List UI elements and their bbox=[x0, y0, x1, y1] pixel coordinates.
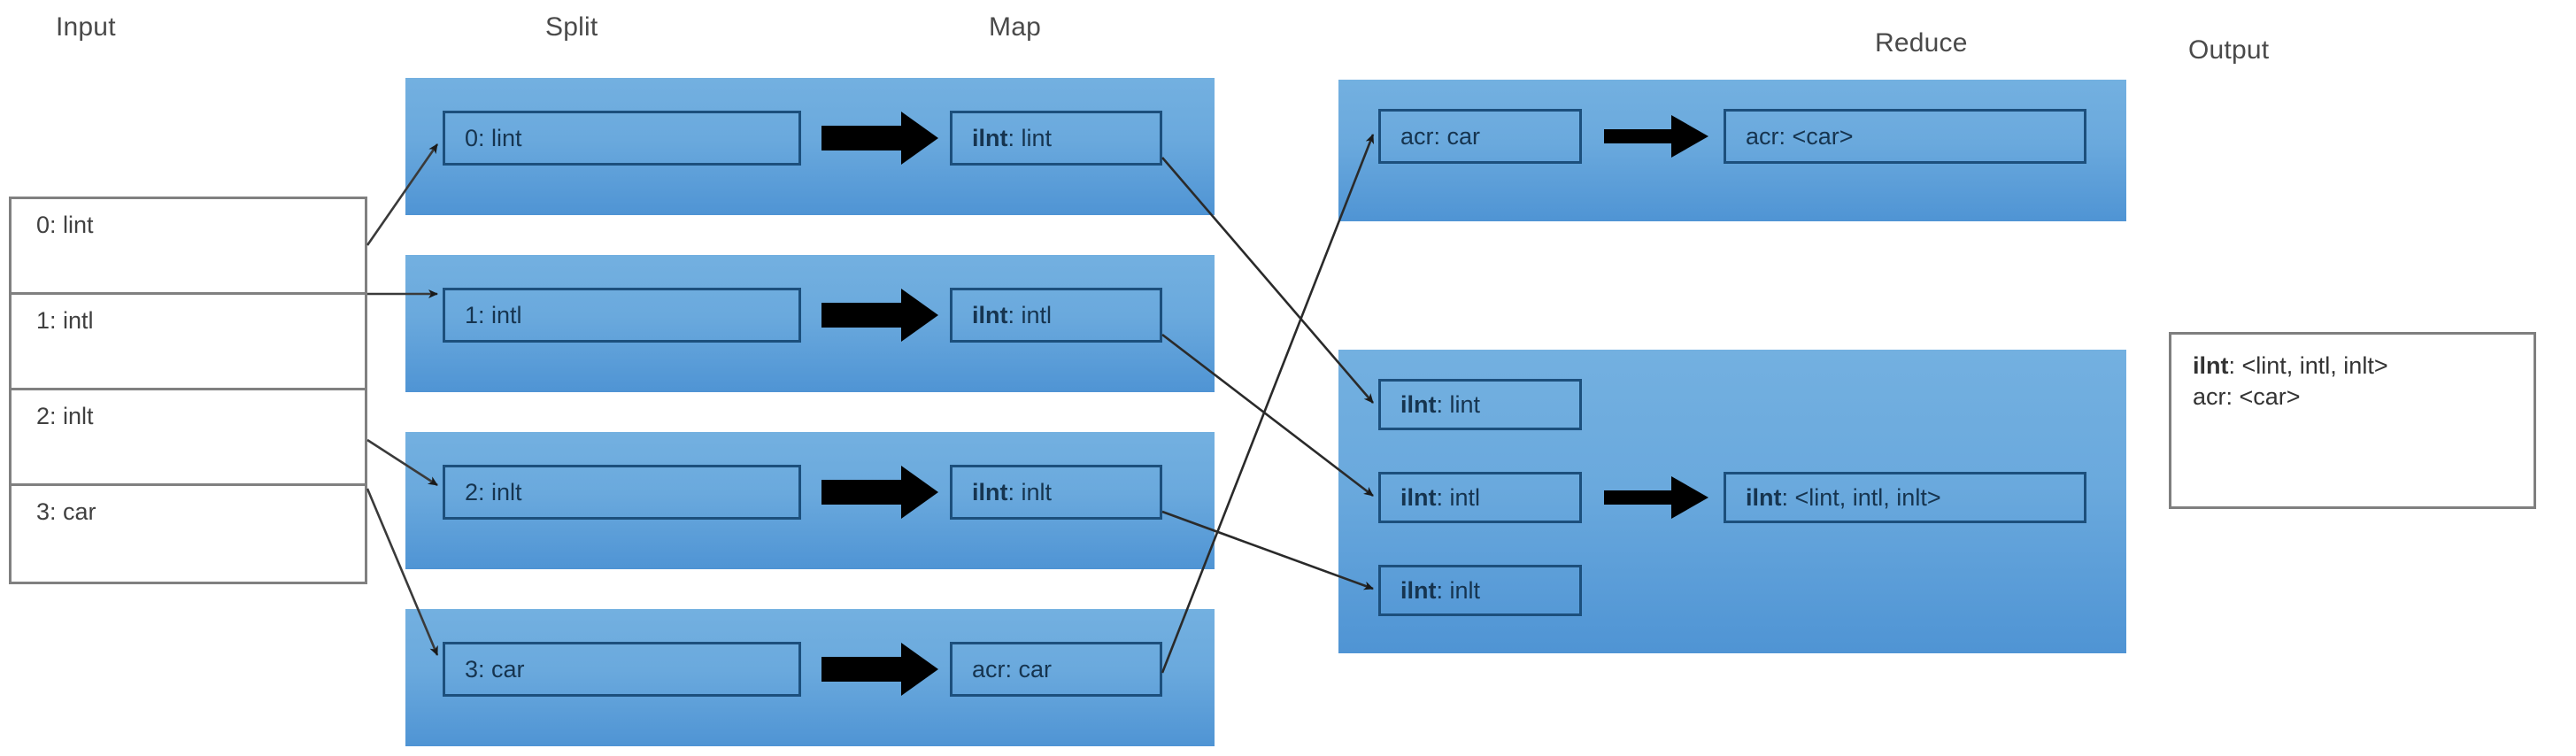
map-box-label: ilnt: lint bbox=[972, 124, 1053, 151]
split-map-band-3 bbox=[405, 609, 1215, 746]
map-box-label: ilnt: intl bbox=[972, 301, 1053, 328]
column-header-output: Output bbox=[2188, 35, 2270, 65]
output-line-1: acr: <car> bbox=[2193, 382, 2534, 413]
output-line-rest: : <car> bbox=[2225, 382, 2301, 410]
split-box-label: 2: inlt bbox=[465, 478, 522, 505]
reduce-input-key: ilnt bbox=[1400, 390, 1437, 418]
split-box-label: 3: car bbox=[465, 655, 525, 683]
map-box-2: ilnt: inlt bbox=[950, 465, 1162, 520]
reduce-band-ilnt bbox=[1338, 350, 2126, 653]
split-box-2: 2: inlt bbox=[443, 465, 801, 520]
column-header-map: Map bbox=[989, 12, 1041, 42]
reduce-result-car: acr: <car> bbox=[1724, 109, 2086, 164]
split-map-band-1 bbox=[405, 255, 1215, 392]
reduce-input-key: ilnt bbox=[1400, 576, 1437, 604]
input-row-label: 2: inlt bbox=[36, 403, 94, 429]
reduce-input-ilnt-1: ilnt: intl bbox=[1378, 472, 1582, 523]
map-box-value: intl bbox=[1021, 301, 1053, 328]
reduce-input-ilnt-0: ilnt: lint bbox=[1378, 379, 1582, 430]
input-row: 1: intl bbox=[12, 295, 365, 390]
split-box-label: 0: lint bbox=[465, 124, 522, 151]
input-to-split-connectors bbox=[366, 143, 439, 656]
output-box: ilnt: <lint, intl, inlt> acr: <car> bbox=[2169, 332, 2536, 509]
reduce-input-ilnt-2: ilnt: inlt bbox=[1378, 565, 1582, 616]
reduce-input-label: acr: car bbox=[1400, 122, 1481, 150]
reduce-band-car bbox=[1338, 80, 2126, 221]
input-table: 0: lint 1: intl 2: inlt 3: car bbox=[9, 197, 367, 584]
input-row: 0: lint bbox=[12, 199, 365, 295]
map-box-key: ilnt bbox=[972, 124, 1008, 151]
input-row-label: 1: intl bbox=[36, 307, 94, 334]
split-map-band-0 bbox=[405, 78, 1215, 215]
split-map-band-2 bbox=[405, 432, 1215, 569]
map-box-key: ilnt bbox=[972, 301, 1008, 328]
output-line-key: ilnt bbox=[2193, 352, 2229, 379]
map-box-label: acr: car bbox=[972, 655, 1053, 683]
output-line-0: ilnt: <lint, intl, inlt> bbox=[2193, 351, 2534, 382]
reduce-input-value: inlt bbox=[1449, 576, 1481, 604]
input-row: 2: inlt bbox=[12, 390, 365, 486]
reduce-input-key: ilnt bbox=[1400, 483, 1437, 511]
reduce-result-label: acr: <car> bbox=[1746, 122, 1854, 150]
reduce-input-label: ilnt: inlt bbox=[1400, 576, 1481, 604]
reduce-result-key: ilnt bbox=[1746, 483, 1782, 511]
split-box-label: 1: intl bbox=[465, 301, 522, 328]
input-row-label: 0: lint bbox=[36, 212, 94, 238]
reduce-input-value: intl bbox=[1449, 483, 1481, 511]
reduce-input-car: acr: car bbox=[1378, 109, 1582, 164]
output-line-key: acr bbox=[2193, 382, 2226, 410]
column-header-split: Split bbox=[545, 12, 598, 42]
input-row-label: 3: car bbox=[36, 498, 96, 525]
reduce-result-ilnt: ilnt: <lint, intl, inlt> bbox=[1724, 472, 2086, 523]
map-box-label: ilnt: inlt bbox=[972, 478, 1053, 505]
reduce-result-label: ilnt: <lint, intl, inlt> bbox=[1746, 484, 1941, 512]
reduce-input-label: ilnt: lint bbox=[1400, 390, 1481, 418]
reduce-result-value: : <lint, intl, inlt> bbox=[1781, 483, 1941, 511]
input-row: 3: car bbox=[12, 486, 365, 582]
output-line-rest: : <lint, intl, inlt> bbox=[2228, 352, 2388, 379]
column-header-input: Input bbox=[56, 12, 116, 42]
map-box-3: acr: car bbox=[950, 642, 1162, 697]
map-box-value: lint bbox=[1021, 124, 1053, 151]
split-box-0: 0: lint bbox=[443, 111, 801, 166]
map-box-1: ilnt: intl bbox=[950, 288, 1162, 343]
map-box-value: inlt bbox=[1021, 478, 1053, 505]
split-box-3: 3: car bbox=[443, 642, 801, 697]
column-header-reduce: Reduce bbox=[1875, 28, 1968, 58]
split-box-1: 1: intl bbox=[443, 288, 801, 343]
reduce-input-value: lint bbox=[1449, 390, 1481, 418]
map-box-0: ilnt: lint bbox=[950, 111, 1162, 166]
reduce-input-label: ilnt: intl bbox=[1400, 483, 1481, 511]
map-box-key: ilnt bbox=[972, 478, 1008, 505]
